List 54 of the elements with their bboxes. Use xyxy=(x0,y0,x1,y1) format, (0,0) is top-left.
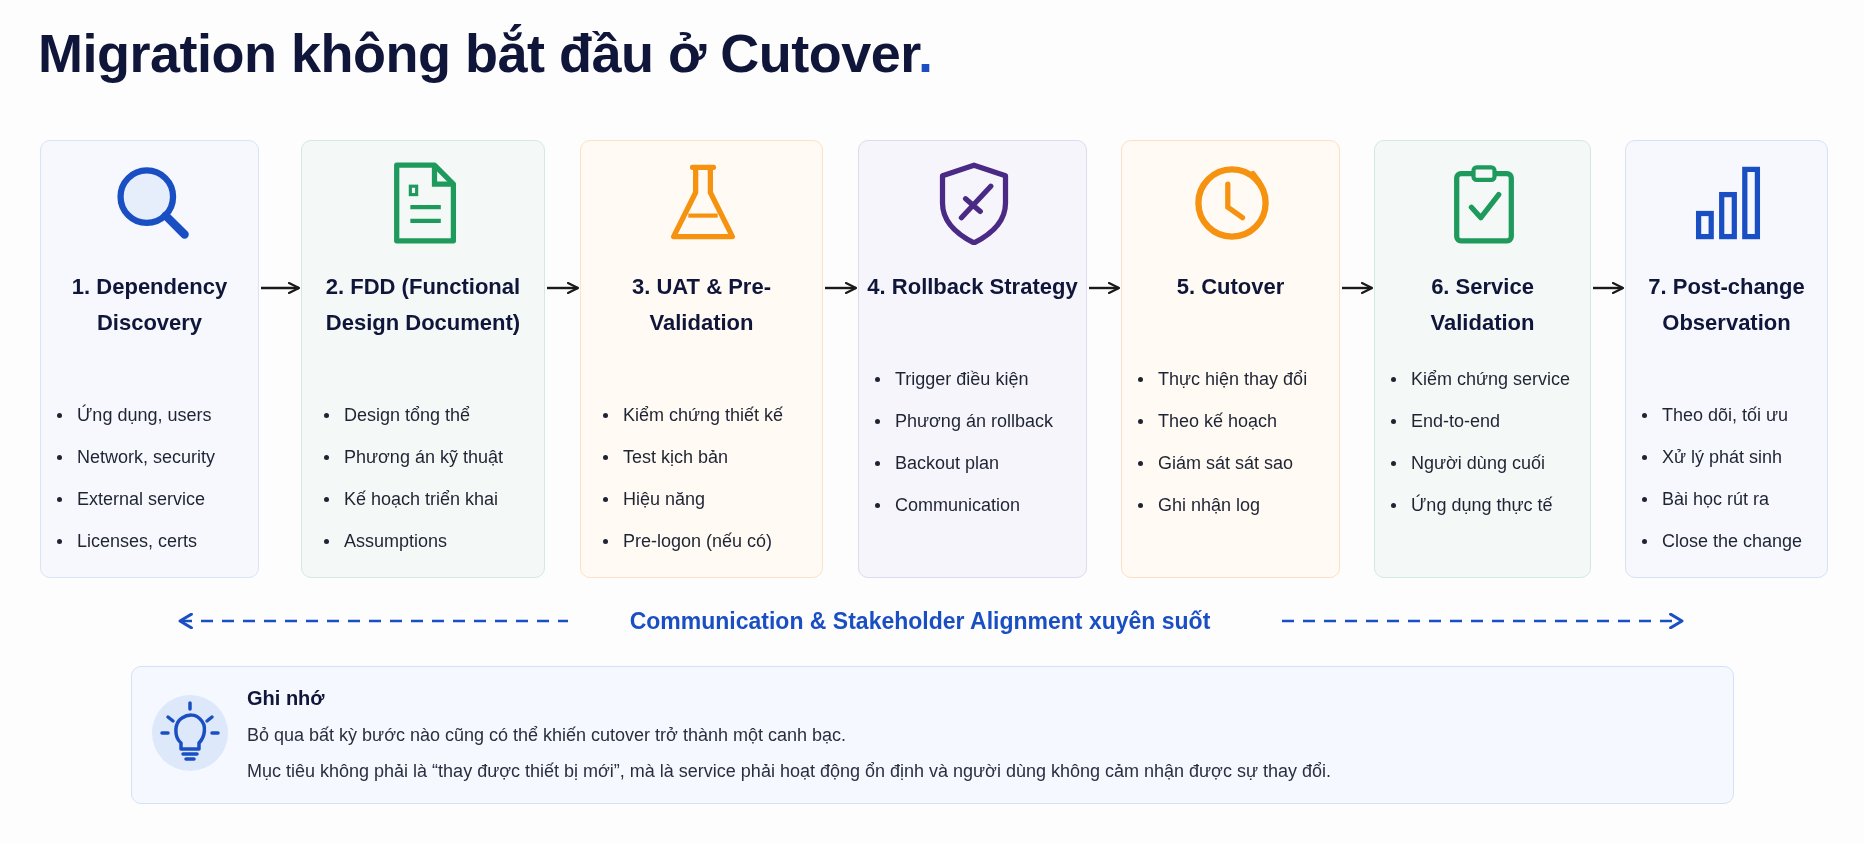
bullet-item: Phương án kỹ thuật xyxy=(320,445,503,469)
bullet-item: Network, security xyxy=(53,445,216,469)
bullet-item: Người dùng cuối xyxy=(1387,451,1545,475)
bullet-item: Ứng dụng thực tế xyxy=(1387,493,1553,517)
step-card xyxy=(1374,140,1591,578)
arrow xyxy=(547,281,580,295)
bullet-item: Licenses, certs xyxy=(53,529,198,553)
step-title: 6. Service Validation xyxy=(1429,273,1536,337)
step-title: 3. UAT & Pre-Validation xyxy=(631,273,772,337)
bullet-item: Thực hiện thay đổi xyxy=(1134,367,1308,391)
bullet-item: Backout plan xyxy=(871,451,1000,475)
note-text: Mục tiêu không phải là “thay được thiết bị mới”, mà là service phải hoạt động ổn định và người dùng không cảm nhận được sự thay đổi. xyxy=(247,761,1331,782)
note-text: Bỏ qua bất kỳ bước nào cũng có thể khiến cutover trở thành một canh bạc. xyxy=(247,725,846,746)
bullet-item: Ghi nhận log xyxy=(1134,493,1261,517)
arrow xyxy=(1593,281,1625,295)
step-title: 5. Cutover xyxy=(1175,273,1286,301)
note-title: Ghi nhớ xyxy=(247,687,325,710)
bullet-item: Kế hoạch triển khai xyxy=(320,487,499,511)
bullet-item: Kiểm chứng service xyxy=(1387,367,1571,391)
bullet-item: Close the change xyxy=(1638,529,1803,553)
page-title: Migration không bắt đầu ở Cutover. xyxy=(38,22,933,84)
note-card xyxy=(131,666,1734,804)
bullet-item: Assumptions xyxy=(320,529,448,553)
bullet-item: External service xyxy=(53,487,206,511)
arrow xyxy=(261,281,301,295)
step-title: 1. Dependency Discovery xyxy=(70,273,229,337)
step-title: 7. Post-change Observation xyxy=(1647,273,1806,337)
bullet-item: Theo kế hoạch xyxy=(1134,409,1278,433)
bullet-item: Trigger điều kiện xyxy=(871,367,1029,391)
step-card xyxy=(858,140,1087,578)
bullet-item: Xử lý phát sinh xyxy=(1638,445,1783,469)
bullet-item: End-to-end xyxy=(1387,409,1501,433)
step-card xyxy=(1625,140,1828,578)
bullet-item: Test kịch bản xyxy=(599,445,729,469)
step-card xyxy=(301,140,545,578)
bullet-item: Communication xyxy=(871,493,1021,517)
step-title: 2. FDD (Functional Design Document) xyxy=(324,273,522,337)
step-card xyxy=(1121,140,1340,578)
arrow xyxy=(1089,281,1121,295)
bullet-item: Phương án rollback xyxy=(871,409,1053,433)
bullet-item: Hiệu năng xyxy=(599,487,706,511)
step-card xyxy=(580,140,823,578)
bullet-item: Kiểm chứng thiết kế xyxy=(599,403,784,427)
bullet-item: Bài học rút ra xyxy=(1638,487,1770,511)
arrow xyxy=(1342,281,1374,295)
band-label: Communication & Stakeholder Alignment xuyên suốt xyxy=(628,607,1212,636)
bullet-item: Pre-logon (nếu có) xyxy=(599,529,773,553)
bullet-item: Theo dõi, tối ưu xyxy=(1638,403,1789,427)
arrow xyxy=(825,281,858,295)
bullet-item: Giám sát sát sao xyxy=(1134,451,1294,475)
bullet-item: Design tổng thể xyxy=(320,403,471,427)
step-title: 4. Rollback Strategy xyxy=(867,273,1078,301)
bullet-item: Ứng dụng, users xyxy=(53,403,212,427)
step-card xyxy=(40,140,259,578)
